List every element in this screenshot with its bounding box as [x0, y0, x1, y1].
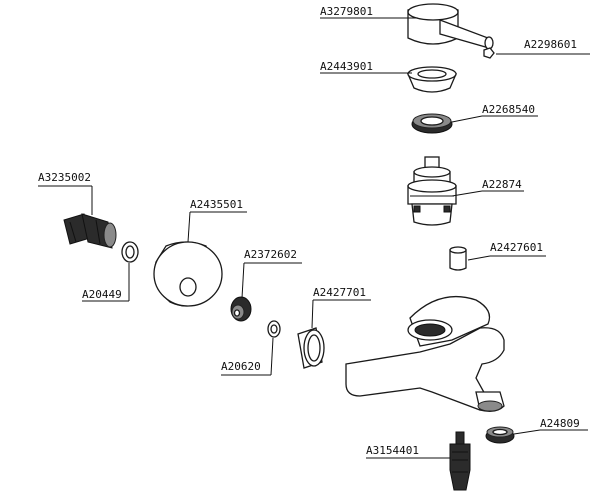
label-A2427601: A2427601	[490, 241, 543, 254]
label-A2268540: A2268540	[482, 103, 535, 116]
callout-A22874: A22874	[451, 178, 524, 197]
label-A24809: A24809	[540, 417, 580, 430]
label-A2443901: A2443901	[320, 60, 373, 73]
part-washer-A20449	[121, 241, 139, 263]
callout-A3154401: A3154401	[366, 444, 450, 459]
part-nut	[411, 113, 453, 134]
label-A2298601: A2298601	[524, 38, 577, 51]
part-sleeve	[297, 327, 325, 369]
callout-A2427701: A2427701	[311, 286, 371, 329]
part-cartridge	[407, 156, 457, 226]
label-A22874: A22874	[482, 178, 522, 191]
callout-A20620: A20620	[221, 337, 274, 376]
callout-A2298601: A2298601	[496, 38, 590, 55]
part-escutcheon	[153, 241, 223, 307]
callout-A2435501: A2435501	[187, 198, 247, 243]
label-A2372602: A2372602	[244, 248, 297, 261]
part-washer-A20620	[267, 320, 281, 338]
part-grub-screw	[483, 47, 495, 59]
callout-A3235002: A3235002	[38, 171, 93, 215]
part-aerator	[485, 426, 515, 444]
callout-A24809: A24809	[513, 417, 588, 435]
callout-A20449: A20449	[82, 263, 130, 302]
part-eccentric-connector	[63, 213, 117, 249]
part-handle	[407, 3, 494, 50]
part-cap-ring	[407, 66, 457, 93]
label-A20620: A20620	[221, 360, 261, 373]
label-A2435501: A2435501	[190, 198, 243, 211]
callout-A2443901: A2443901	[320, 60, 412, 74]
label-A2427701: A2427701	[313, 286, 366, 299]
label-A3154401: A3154401	[366, 444, 419, 457]
part-bush	[449, 246, 467, 271]
callout-A2372602: A2372602	[241, 248, 302, 299]
label-A3279801: A3279801	[320, 5, 373, 18]
part-nipple	[230, 296, 252, 322]
part-diverter	[449, 431, 471, 491]
callout-A3279801: A3279801	[320, 5, 418, 19]
callout-A2427601: A2427601	[467, 241, 546, 261]
callout-A2268540: A2268540	[451, 103, 538, 123]
part-mixer-body	[345, 296, 505, 412]
label-A3235002: A3235002	[38, 171, 91, 184]
label-A20449: A20449	[82, 288, 122, 301]
